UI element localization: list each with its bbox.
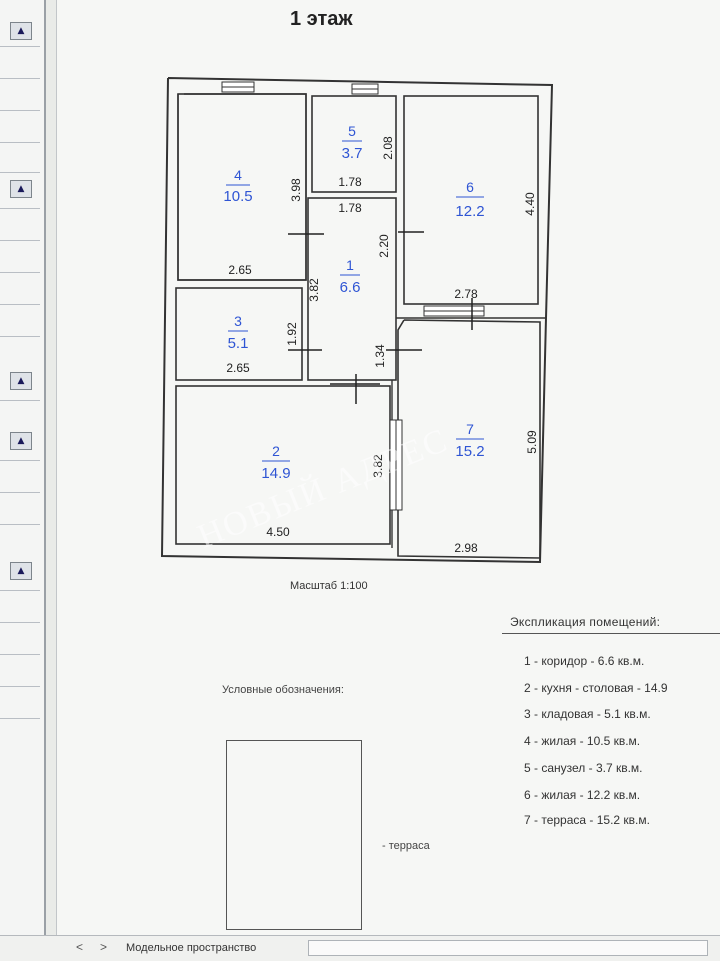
- explication-item: 2 - кухня - столовая - 14.9: [524, 681, 668, 695]
- dim-r3-width: 2.65: [226, 361, 250, 375]
- explication-item: 7 - терраса - 15.2 кв.м.: [524, 813, 650, 827]
- room-5-area: 3.7: [342, 145, 363, 162]
- dim-r7-width: 2.98: [454, 541, 478, 555]
- dim-r6-width: 2.78: [454, 287, 478, 301]
- room-4-number: 4: [234, 167, 242, 183]
- dim-r2-height: 3.82: [371, 454, 385, 478]
- panel-row: [0, 686, 40, 687]
- dim-r1-right: 2.20: [377, 234, 391, 258]
- dim-r5-width-top: 1.78: [338, 175, 362, 189]
- panel-row: [0, 336, 40, 337]
- windows: [221, 81, 485, 511]
- panel-row: [0, 590, 40, 591]
- panel-row: [0, 142, 40, 143]
- room-2-area: 14.9: [261, 465, 290, 482]
- panel-row: [0, 304, 40, 305]
- scale-label: Масштаб 1:100: [290, 580, 368, 592]
- next-layout-button[interactable]: >: [100, 940, 108, 954]
- explication-item: 4 - жилая - 10.5 кв.м.: [524, 734, 641, 748]
- floor-plan: 4 10.5 5 3.7 1 6.6 6 12.2 3 5.1 2 14.9 7…: [160, 77, 554, 564]
- dim-r1-width: 1.78: [338, 201, 362, 215]
- room-7-outline: [397, 319, 541, 559]
- outer-wall-outline: [160, 77, 554, 564]
- explication-divider: [502, 633, 720, 634]
- panel-row: [0, 524, 40, 525]
- door-markers: [288, 231, 473, 404]
- explication-title: Экспликация помещений:: [510, 615, 661, 629]
- legend-title: Условные обозначения:: [222, 684, 344, 696]
- prev-layout-button[interactable]: <: [76, 940, 84, 954]
- explication-item: 1 - коридор - 6.6 кв.м.: [524, 654, 645, 668]
- room-1-area: 6.6: [340, 279, 361, 296]
- panel-row: [0, 46, 40, 47]
- room-3-area: 5.1: [228, 335, 249, 352]
- room-3-number: 3: [234, 313, 242, 329]
- collapse-button[interactable]: ▲: [10, 372, 32, 390]
- panel-row: [0, 460, 40, 461]
- command-field[interactable]: [308, 940, 708, 956]
- room-6-area: 12.2: [455, 203, 484, 220]
- panel-row: [0, 622, 40, 623]
- room-7-area: 15.2: [455, 443, 484, 460]
- model-space-tab[interactable]: Модельное пространство: [126, 942, 257, 954]
- legend-terrace-swatch: [226, 740, 362, 930]
- panel-row: [0, 208, 40, 209]
- collapse-button[interactable]: ▲: [10, 432, 32, 450]
- left-panel: ▲ ▲ ▲ ▲ ▲: [0, 0, 46, 960]
- room-5-outline: [311, 95, 397, 193]
- panel-row: [0, 78, 40, 79]
- dim-r5-height: 2.08: [381, 136, 395, 160]
- room-6-outline: [403, 95, 539, 305]
- collapse-button[interactable]: ▲: [10, 180, 32, 198]
- room-1-outline: [307, 197, 397, 381]
- room-7-number: 7: [466, 421, 474, 437]
- room-5-number: 5: [348, 123, 356, 139]
- dim-r4-width: 2.65: [228, 263, 252, 277]
- panel-row: [0, 110, 40, 111]
- collapse-button[interactable]: ▲: [10, 562, 32, 580]
- panel-row: [0, 240, 40, 241]
- dim-r6-height: 4.40: [523, 192, 537, 216]
- panel-row: [0, 172, 40, 173]
- outer-wall-inner-outline: [177, 93, 307, 281]
- room-4-area: 10.5: [223, 188, 252, 205]
- dim-r7-height: 5.09: [525, 430, 539, 454]
- dim-r4-height: 3.98: [289, 178, 303, 202]
- room-6-number: 6: [466, 179, 474, 195]
- room-4-outline: [177, 93, 307, 281]
- legend-terrace-label: - терраса: [382, 840, 430, 852]
- bottom-bar: < > Модельное пространство: [0, 935, 720, 961]
- explication-item: 6 - жилая - 12.2 кв.м.: [524, 788, 641, 802]
- panel-row: [0, 718, 40, 719]
- panel-row: [0, 272, 40, 273]
- room-2-number: 2: [272, 443, 280, 459]
- dim-r3-height: 1.92: [285, 322, 299, 346]
- room-3-outline: [175, 287, 303, 381]
- panel-row: [0, 654, 40, 655]
- explication-item: 3 - кладовая - 5.1 кв.м.: [524, 707, 651, 721]
- panel-row: [0, 492, 40, 493]
- dim-r2-width: 4.50: [266, 525, 290, 539]
- dim-r1-lower: 1.34: [373, 344, 387, 368]
- panel-row: [0, 400, 40, 401]
- collapse-button[interactable]: ▲: [10, 22, 32, 40]
- explication-item: 5 - санузел - 3.7 кв.м.: [524, 761, 643, 775]
- dim-r1-height: 3.82: [307, 278, 321, 302]
- room-1-number: 1: [346, 257, 354, 273]
- page-title: 1 этаж: [290, 8, 353, 30]
